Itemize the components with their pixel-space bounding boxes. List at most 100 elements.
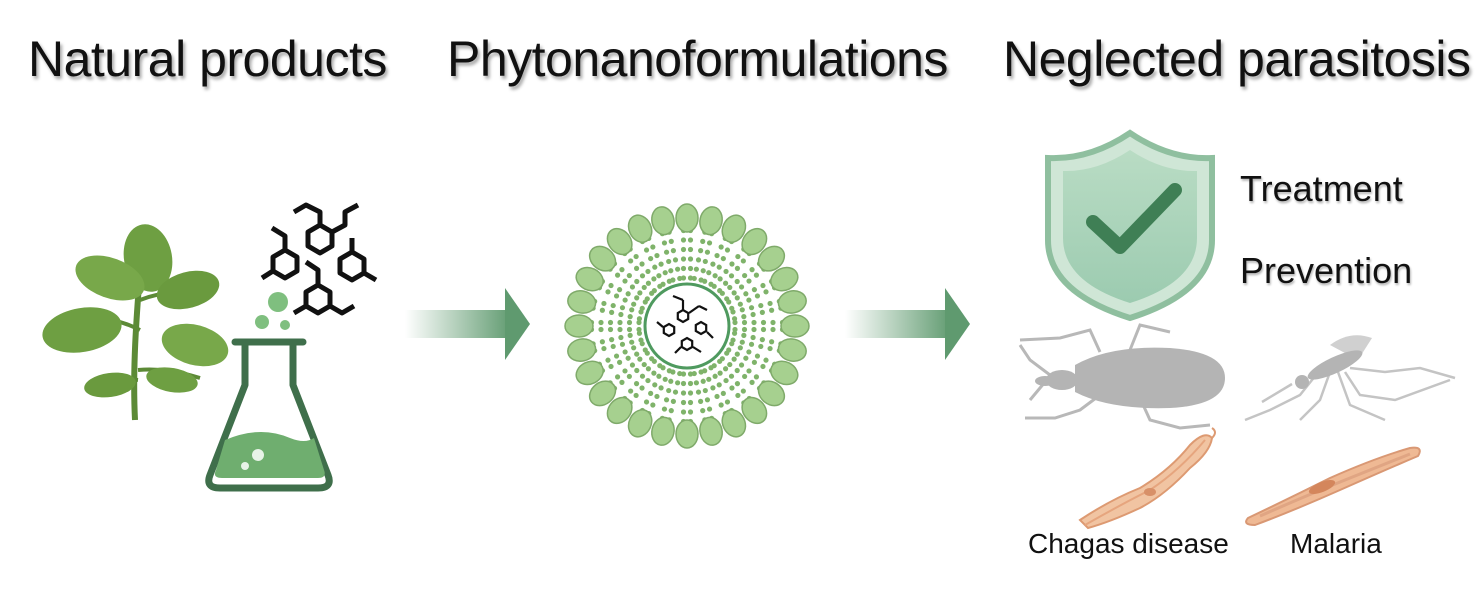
lipid-tail-bead [617, 319, 623, 326]
lipid-tail-bead [656, 273, 662, 279]
lipid-tail-bead [609, 337, 615, 343]
lipid-tail-bead [687, 275, 694, 281]
mosquito-icon [1244, 335, 1456, 422]
lipid-tail-bead [666, 387, 672, 394]
lipid-tail-bead [601, 300, 607, 307]
lipid-head [699, 416, 723, 446]
stage-title-phytonanoformulations: Phytonanoformulations [447, 31, 948, 87]
lipid-tail-bead [643, 399, 650, 405]
lipid-tail-bead [680, 275, 687, 281]
lipid-tail-bead [629, 339, 635, 345]
lipid-tail-bead [770, 326, 776, 333]
lipid-tail-bead [704, 397, 711, 403]
lipid-tail-bead [759, 337, 765, 343]
lipid-tail-bead [710, 261, 716, 267]
lipid-tail-bead [687, 409, 694, 415]
lipid-head [567, 290, 597, 314]
lipid-tail-bead [645, 377, 651, 384]
lipid-tail-bead [722, 280, 729, 286]
lipid-tail-bead [634, 367, 640, 374]
lipid-tail-bead [698, 248, 704, 254]
lipid-head [741, 227, 768, 256]
lipid-tail-bead [670, 248, 676, 254]
lipid-tail-bead [642, 347, 648, 353]
lipid-tail-bead [741, 314, 747, 320]
lipid-tail-bead [754, 293, 761, 299]
lipid-tail-bead [639, 373, 646, 379]
lipid-tail-bead [627, 314, 633, 320]
lipid-tail-bead [650, 244, 656, 250]
lipid-head [721, 409, 747, 438]
lipid-tail-bead [717, 370, 723, 376]
lipid-head [651, 206, 675, 236]
lipid-tail-bead [677, 275, 683, 282]
lipid-tail-bead [645, 366, 652, 372]
lipid-tail-bead [666, 368, 672, 374]
lipid-tail-bead [605, 357, 611, 363]
lipid-tail-bead [634, 295, 640, 301]
lipid-tail-bead [627, 332, 633, 338]
lipid-tail-bead [639, 273, 646, 279]
lipid-tail-bead [668, 268, 674, 274]
lipid-tail-bead [758, 302, 764, 309]
lipid-tail-bead [619, 267, 625, 273]
lipid-tail-bead [657, 363, 663, 369]
lipid-tail-bead [680, 380, 687, 387]
lipid-tail-bead [770, 319, 776, 326]
lipid-tail-bead [748, 341, 755, 347]
lipid-tail-bead [728, 373, 735, 379]
lipid-tail-bead [618, 334, 624, 341]
lipid-tail-bead [670, 398, 676, 404]
lipid-tail-bead [706, 240, 713, 246]
lipid-tail-bead [718, 402, 724, 408]
lipid-head [588, 245, 617, 272]
lipid-tail-bead [742, 373, 748, 380]
lipid-head [567, 338, 597, 362]
lipid-head [721, 214, 747, 243]
lipid-tail-bead [738, 362, 745, 368]
lipid-tail-bead [687, 256, 694, 262]
lipid-head [741, 396, 768, 425]
lipid-head [651, 416, 675, 446]
lipid-tail-bead [731, 356, 737, 362]
lipid-tail-bead [687, 237, 694, 243]
lipid-tail-bead [731, 316, 738, 322]
lipid-tail-bead [622, 297, 628, 303]
lipid-tail-bead [735, 253, 741, 260]
lipid-tail-bead [631, 301, 637, 307]
lipid-tail-bead [720, 255, 726, 262]
lipid-tail-bead [729, 341, 735, 347]
lipid-head [588, 380, 617, 407]
lipid-tail-bead [742, 272, 748, 279]
lipid-tail-bead [662, 376, 668, 382]
outcome-treatment: Treatment [1240, 168, 1403, 209]
lipid-tail-bead [656, 373, 662, 379]
lipid-head [675, 419, 699, 449]
lipid-tail-bead [769, 307, 775, 313]
lipid-head [606, 396, 633, 425]
lipid-tail-bead [650, 402, 656, 408]
lipid-tail-bead [668, 378, 674, 384]
lipid-tail-bead [619, 305, 626, 311]
lipid-tail-bead [633, 381, 640, 387]
lipid-head [777, 290, 807, 314]
lipid-tail-bead [700, 268, 706, 274]
lipid-tail-bead [749, 267, 755, 273]
lipid-tail-bead [636, 316, 643, 322]
lipid-tail-bead [702, 278, 708, 284]
lipid-tail-bead [738, 284, 745, 290]
lipid-tail-bead [737, 345, 743, 351]
lipid-tail-bead [714, 393, 720, 400]
lipid-tail-bead [680, 265, 687, 272]
plasmodium-icon [1245, 446, 1421, 527]
lipid-tail-bead [734, 265, 741, 271]
lipid-tail-bead [668, 408, 674, 414]
nanoparticle-core [643, 282, 731, 370]
lipid-tail-bead [680, 390, 687, 396]
lipid-tail-bead [751, 359, 758, 365]
lipid-tail-bead [672, 257, 679, 263]
lipid-head [780, 314, 810, 338]
lipid-tail-bead [723, 377, 729, 384]
lipid-tail-bead [687, 246, 694, 253]
